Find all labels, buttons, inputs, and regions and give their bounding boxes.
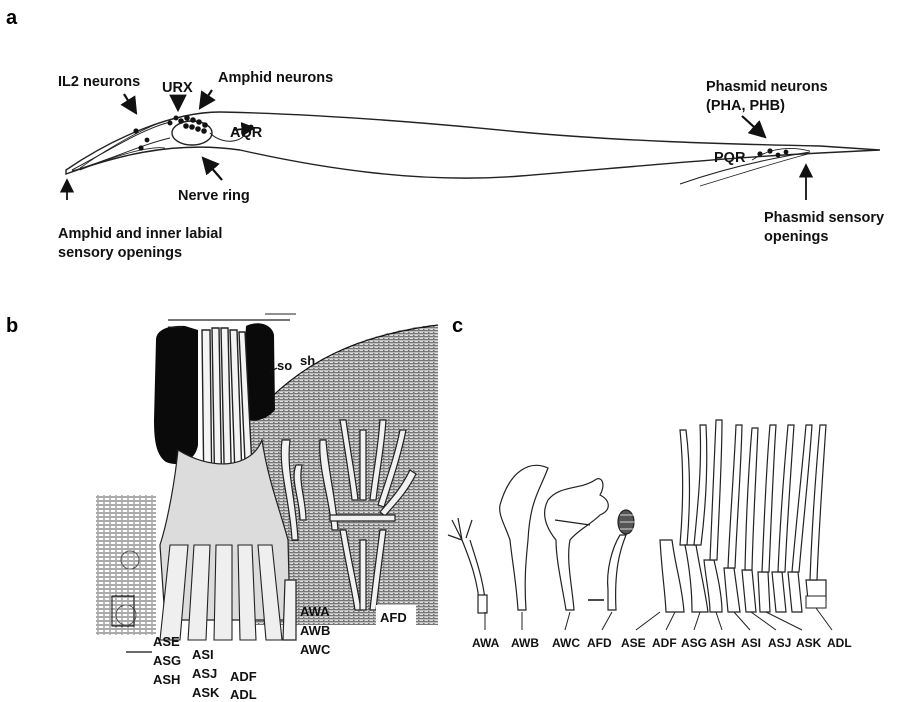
label-il2-neurons: IL2 neurons (58, 74, 140, 90)
label-urx: URX (162, 80, 193, 96)
channel-cilia-group (660, 420, 826, 612)
panel-a: a (6, 7, 884, 261)
neuron-awb-ending (500, 465, 548, 610)
label-asi: ASI (192, 647, 214, 662)
neuron-awc-ending (545, 479, 609, 610)
label-adl: ADL (230, 687, 257, 702)
label-openings-line2: sensory openings (58, 245, 182, 261)
label-nerve-ring: Nerve ring (178, 188, 250, 204)
label-c-adl: ADL (827, 636, 852, 650)
label-so: so (277, 358, 292, 373)
label-c-ase: ASE (621, 636, 646, 650)
label-phasmid-openings-line2: openings (764, 229, 828, 245)
label-c-awc: AWC (552, 636, 580, 650)
socket-cell-left (154, 326, 198, 464)
label-c-awa: AWA (472, 636, 500, 650)
label-sh: sh (300, 353, 315, 368)
label-c-asj: ASJ (768, 636, 791, 650)
label-asg: ASG (153, 653, 181, 668)
label-phasmid-line2: (PHA, PHB) (706, 98, 785, 114)
panel-a-letter: a (6, 7, 18, 29)
neuron-awa-ending (448, 518, 487, 613)
label-awa: AWA (300, 604, 330, 619)
panel-b: b (6, 314, 438, 702)
label-phasmid-line1: Phasmid neurons (706, 79, 828, 95)
label-c-asg: ASG (681, 636, 707, 650)
panel-b-letter: b (6, 315, 18, 337)
tissue-background-left (96, 495, 156, 635)
label-pqr: PQR (714, 150, 746, 166)
panel-c: c (448, 315, 852, 650)
label-awb: AWB (300, 623, 330, 638)
label-c-adf: ADF (652, 636, 677, 650)
label-c-afd: AFD (587, 636, 612, 650)
label-asj: ASJ (192, 666, 217, 681)
label-ase: ASE (153, 634, 180, 649)
label-afd: AFD (380, 610, 407, 625)
label-c-ash: ASH (710, 636, 735, 650)
label-amphid-neurons: Amphid neurons (218, 70, 333, 86)
label-phasmid-openings-line1: Phasmid sensory (764, 210, 884, 226)
label-ask: ASK (192, 685, 220, 700)
label-c-awb: AWB (511, 636, 539, 650)
label-adf: ADF (230, 669, 257, 684)
label-c-asi: ASI (741, 636, 761, 650)
label-awc: AWC (300, 642, 331, 657)
label-ash: ASH (153, 672, 180, 687)
neuron-afd-ending (608, 510, 638, 610)
label-c-ask: ASK (796, 636, 822, 650)
label-openings-line1: Amphid and inner labial (58, 226, 222, 242)
panel-c-letter: c (452, 315, 463, 337)
label-aqr: AQR (230, 125, 263, 141)
